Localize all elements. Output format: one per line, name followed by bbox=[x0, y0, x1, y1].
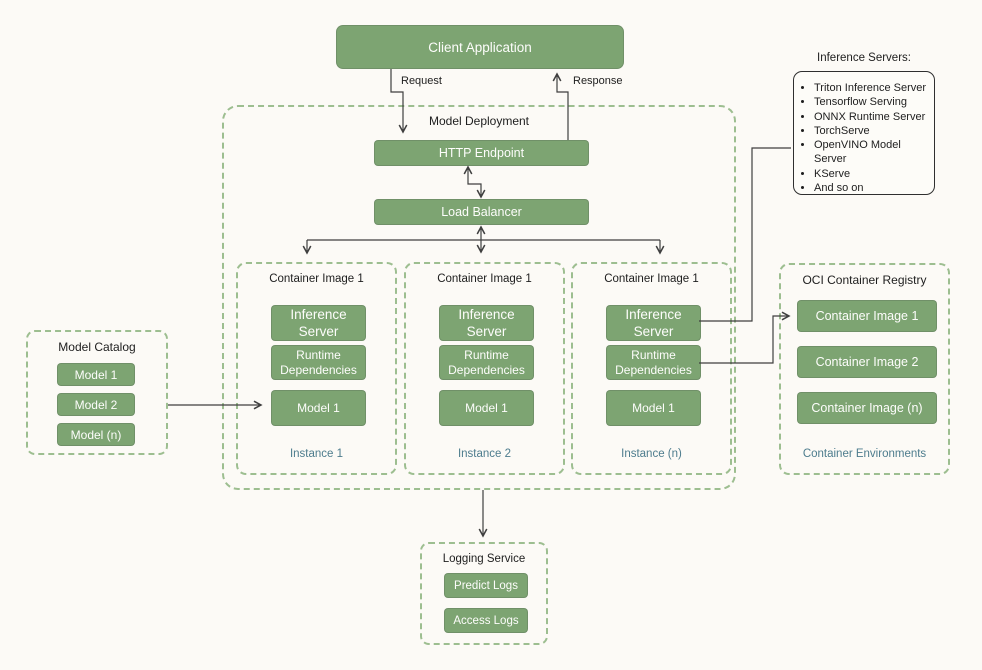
inference-servers-title: Inference Servers: bbox=[817, 52, 911, 64]
legend-item: ONNX Runtime Server bbox=[814, 110, 934, 124]
instance-n-label: Instance (n) bbox=[621, 448, 682, 460]
instance-2-container: Container Image 1 Inference Server Runti… bbox=[404, 262, 565, 475]
instance-2-inference-server-box: Inference Server bbox=[439, 305, 534, 341]
inference-servers-list: Triton Inference Server Tensorflow Servi… bbox=[798, 81, 934, 195]
logging-service-container: Logging Service Predict Logs Access Logs bbox=[420, 542, 548, 645]
instance-n-title: Container Image 1 bbox=[604, 273, 699, 285]
model-label: Model 1 bbox=[632, 401, 675, 415]
request-label: Request bbox=[401, 75, 442, 87]
instance-1-runtime-dependencies-box: Runtime Dependencies bbox=[271, 345, 366, 380]
instance-1-model-box: Model 1 bbox=[271, 390, 366, 426]
catalog-model-n-label: Model (n) bbox=[70, 427, 122, 442]
registry-image-2-label: Container Image 2 bbox=[815, 355, 919, 369]
http-endpoint-box: HTTP Endpoint bbox=[374, 140, 589, 166]
model-catalog-title: Model Catalog bbox=[58, 340, 136, 354]
inference-server-label: Inference Server bbox=[625, 307, 682, 339]
legend-item: Triton Inference Server bbox=[814, 81, 934, 95]
model-label: Model 1 bbox=[465, 401, 508, 415]
instance-n-runtime-dependencies-box: Runtime Dependencies bbox=[606, 345, 701, 380]
registry-image-n-label: Container Image (n) bbox=[811, 401, 923, 415]
registry-image-1-box: Container Image 1 bbox=[797, 300, 937, 332]
oci-registry-title: OCI Container Registry bbox=[802, 273, 927, 287]
client-application-box: Client Application bbox=[336, 25, 624, 69]
load-balancer-label: Load Balancer bbox=[441, 205, 522, 219]
http-endpoint-label: HTTP Endpoint bbox=[438, 146, 525, 160]
container-environments-label: Container Environments bbox=[802, 448, 927, 460]
catalog-model-1-label: Model 1 bbox=[74, 367, 118, 382]
runtime-dependencies-label: Runtime Dependencies bbox=[615, 347, 692, 377]
instance-2-label: Instance 2 bbox=[457, 448, 512, 460]
legend-item: And so on bbox=[814, 181, 934, 195]
response-label: Response bbox=[573, 75, 623, 87]
instance-n-model-box: Model 1 bbox=[606, 390, 701, 426]
legend-item: KServe bbox=[814, 167, 934, 181]
catalog-model-2-label: Model 2 bbox=[74, 397, 118, 412]
instance-1-inference-server-box: Inference Server bbox=[271, 305, 366, 341]
instance-n-container: Container Image 1 Inference Server Runti… bbox=[571, 262, 732, 475]
registry-image-1-label: Container Image 1 bbox=[815, 309, 919, 323]
legend-item: TorchServe bbox=[814, 124, 934, 138]
instance-1-title: Container Image 1 bbox=[269, 273, 364, 285]
legend-item: OpenVINO Model Server bbox=[814, 138, 934, 167]
oci-registry-container: OCI Container Registry Container Image 1… bbox=[779, 263, 950, 475]
access-logs-box: Access Logs bbox=[444, 608, 528, 633]
predict-logs-label: Predict Logs bbox=[454, 579, 518, 592]
instance-2-runtime-dependencies-box: Runtime Dependencies bbox=[439, 345, 534, 380]
instance-n-inference-server-box: Inference Server bbox=[606, 305, 701, 341]
instance-1-container: Container Image 1 Inference Server Runti… bbox=[236, 262, 397, 475]
catalog-model-1-box: Model 1 bbox=[57, 363, 135, 386]
catalog-model-2-box: Model 2 bbox=[57, 393, 135, 416]
inference-servers-legend: Triton Inference Server Tensorflow Servi… bbox=[793, 71, 935, 195]
instance-2-title: Container Image 1 bbox=[437, 273, 532, 285]
model-catalog-container: Model Catalog Model 1 Model 2 Model (n) bbox=[26, 330, 168, 455]
registry-image-n-box: Container Image (n) bbox=[797, 392, 937, 424]
model-deployment-title: Model Deployment bbox=[428, 114, 530, 128]
instance-2-model-box: Model 1 bbox=[439, 390, 534, 426]
catalog-model-n-box: Model (n) bbox=[57, 423, 135, 446]
access-logs-label: Access Logs bbox=[453, 614, 519, 627]
legend-item: Tensorflow Serving bbox=[814, 95, 934, 109]
runtime-dependencies-label: Runtime Dependencies bbox=[280, 347, 357, 377]
logging-service-title: Logging Service bbox=[442, 553, 526, 565]
client-application-label: Client Application bbox=[428, 39, 532, 55]
model-label: Model 1 bbox=[297, 401, 340, 415]
predict-logs-box: Predict Logs bbox=[444, 573, 528, 598]
runtime-dependencies-label: Runtime Dependencies bbox=[448, 347, 525, 377]
inference-server-label: Inference Server bbox=[458, 307, 515, 339]
inference-server-label: Inference Server bbox=[290, 307, 347, 339]
instance-1-label: Instance 1 bbox=[289, 448, 344, 460]
registry-image-2-box: Container Image 2 bbox=[797, 346, 937, 378]
load-balancer-box: Load Balancer bbox=[374, 199, 589, 225]
